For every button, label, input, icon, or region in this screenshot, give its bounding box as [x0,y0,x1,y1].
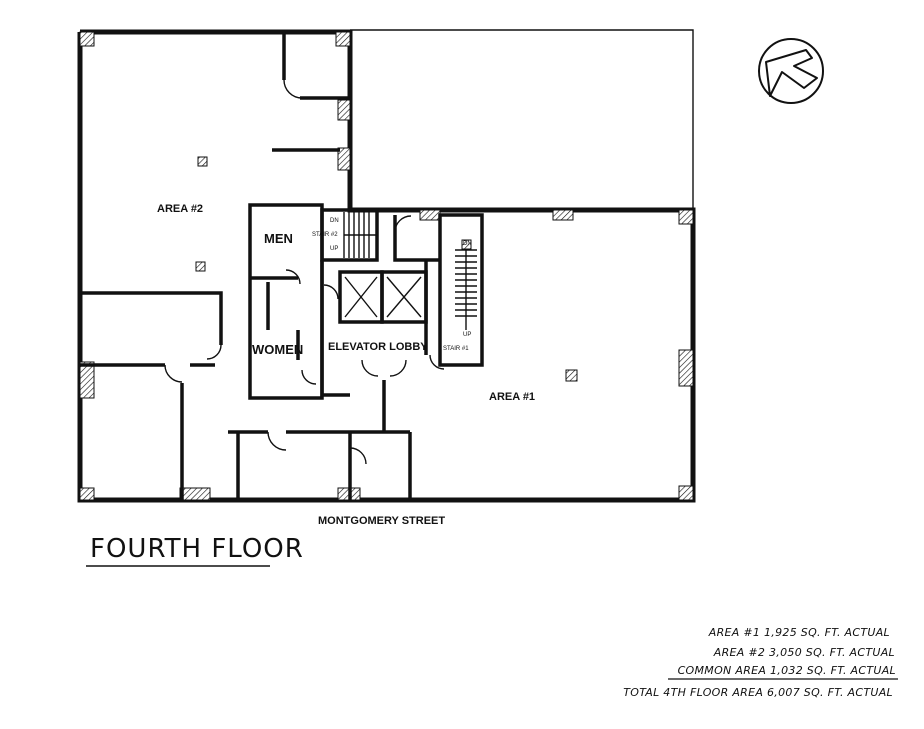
door-swing [361,359,379,377]
summary-line-3: COMMON AREA 1,032 SQ. FT. ACTUAL [678,664,896,677]
door-swing [349,447,367,465]
door-swing [285,269,301,285]
north-arrow-icon [758,38,824,104]
summary-line-2: AREA #2 3,050 SQ. FT. ACTUAL [713,646,895,659]
door-swing [206,344,222,360]
room-label-women: WOMEN [252,342,303,357]
column [197,156,208,167]
stair-2-treads [343,212,376,258]
floor-title: FOURTH FLOOR [90,534,304,564]
elevator-x [344,276,378,318]
stair-label-1: STAIR #1 [443,346,469,352]
columns [79,31,694,501]
column [461,239,472,250]
door-swing [283,79,303,99]
door-swing [164,364,183,383]
stair-dn-1: DN [463,241,472,247]
room-label-area1: AREA #1 [489,391,535,403]
door-swing [389,359,407,377]
stair-label-2: STAIR #2 [312,232,338,238]
exterior-wall [77,29,696,503]
stair-1-treads [455,249,477,330]
wall-segment [320,260,350,397]
door-swing [267,431,287,451]
door-swing [323,284,339,300]
stair-2 [320,208,379,262]
door-swing [394,215,412,233]
street-label: MONTGOMERY STREET [318,515,445,527]
wall-segment [80,291,223,345]
stair-dn-2: DN [330,218,339,224]
column [565,369,578,382]
stair-1 [438,213,484,367]
door-swing [301,369,317,385]
property-line [350,29,694,210]
stair-up-2: UP [330,246,338,252]
elevator-x [386,276,422,318]
summary-line-4: TOTAL 4TH FLOOR AREA 6,007 SQ. FT. ACTUA… [623,686,893,699]
wall-segment [393,215,440,262]
summary-line-1: AREA #1 1,925 SQ. FT. ACTUAL [708,626,890,639]
room-label-elevator-lobby: ELEVATOR LOBBY [328,341,428,353]
stair-up-1: UP [463,332,471,338]
door-swing [429,354,445,370]
room-label-men: MEN [264,231,293,246]
room-label-area2: AREA #2 [157,203,203,215]
column [195,261,206,272]
